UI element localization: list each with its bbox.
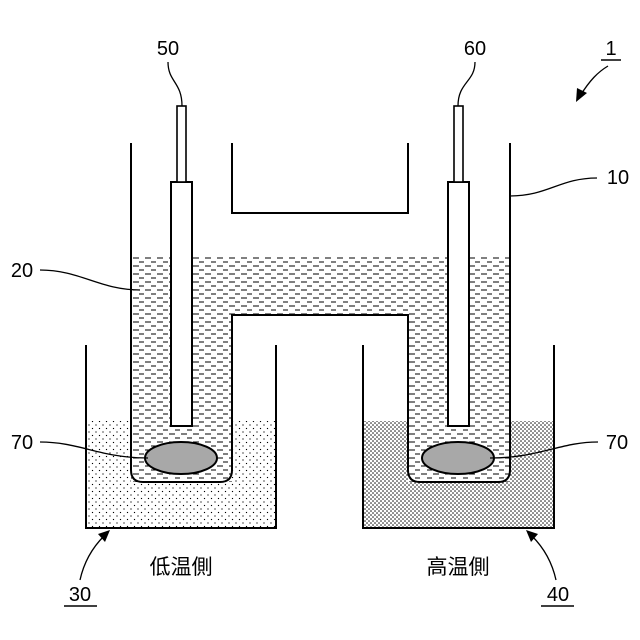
label-40: 40 bbox=[547, 584, 569, 606]
left-sample bbox=[145, 442, 217, 474]
container-bridge-top bbox=[232, 143, 408, 213]
arrow-1-icon bbox=[576, 66, 608, 102]
label-20: 20 bbox=[11, 260, 33, 282]
label-1: 1 bbox=[605, 38, 616, 60]
left-electrode bbox=[171, 106, 192, 426]
caption-low-temperature-side: 低温側 bbox=[150, 556, 213, 579]
right-electrode-lead bbox=[454, 106, 463, 182]
label-70-left: 70 bbox=[11, 432, 33, 454]
arrow-30-icon bbox=[80, 530, 110, 580]
arrow-40-icon bbox=[526, 530, 556, 580]
right-electrode bbox=[448, 106, 469, 426]
leader-20 bbox=[40, 270, 140, 290]
leader-10 bbox=[510, 178, 597, 196]
right-sample bbox=[422, 442, 494, 474]
leader-60 bbox=[458, 62, 475, 106]
label-10: 10 bbox=[607, 167, 629, 189]
left-electrode-body bbox=[171, 182, 192, 426]
left-electrode-lead bbox=[177, 106, 186, 182]
caption-high-temperature-side: 高温側 bbox=[427, 556, 490, 579]
label-30: 30 bbox=[69, 584, 91, 606]
leader-50 bbox=[168, 62, 182, 106]
label-70-right: 70 bbox=[606, 432, 628, 454]
right-electrode-body bbox=[448, 182, 469, 426]
label-50: 50 bbox=[157, 38, 179, 60]
label-60: 60 bbox=[464, 38, 486, 60]
